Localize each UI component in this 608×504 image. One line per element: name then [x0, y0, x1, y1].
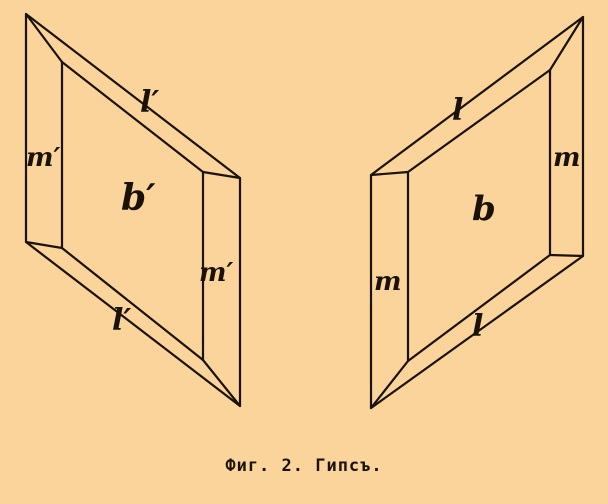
- right-crystal-bevel-left-top: [369, 170, 410, 177]
- right-crystal-bevel-right-bottom: [548, 253, 585, 258]
- left-crystal-bevel-left-bottom: [24, 240, 64, 250]
- left-label-center-b: b′: [121, 177, 156, 219]
- right-label-center-b: b: [472, 189, 496, 229]
- right-label-top-l: l: [452, 93, 463, 128]
- right-crystal-bevel-bottom: [369, 359, 410, 410]
- left-crystal-bevel-bottom: [201, 358, 242, 408]
- left-crystal: l′ m′ b′ m′ l′: [24, 12, 242, 408]
- right-crystal: l m b m l: [369, 15, 585, 410]
- right-label-side-m-left: m: [374, 267, 402, 297]
- figure-caption: Фиг. 2. Гипсъ.: [225, 456, 383, 476]
- right-crystal-bevel-top: [548, 15, 585, 72]
- left-label-side-m: m′: [26, 143, 61, 173]
- right-label-bottom-l: l: [472, 309, 483, 344]
- left-crystal-bevel-top: [24, 12, 64, 64]
- right-label-side-m: m: [553, 143, 581, 173]
- left-label-top-l: l′: [140, 85, 159, 120]
- left-label-side-m-right: m′: [199, 258, 234, 288]
- left-label-bottom-l: l′: [112, 303, 131, 338]
- left-crystal-bevel-right-top: [201, 170, 242, 180]
